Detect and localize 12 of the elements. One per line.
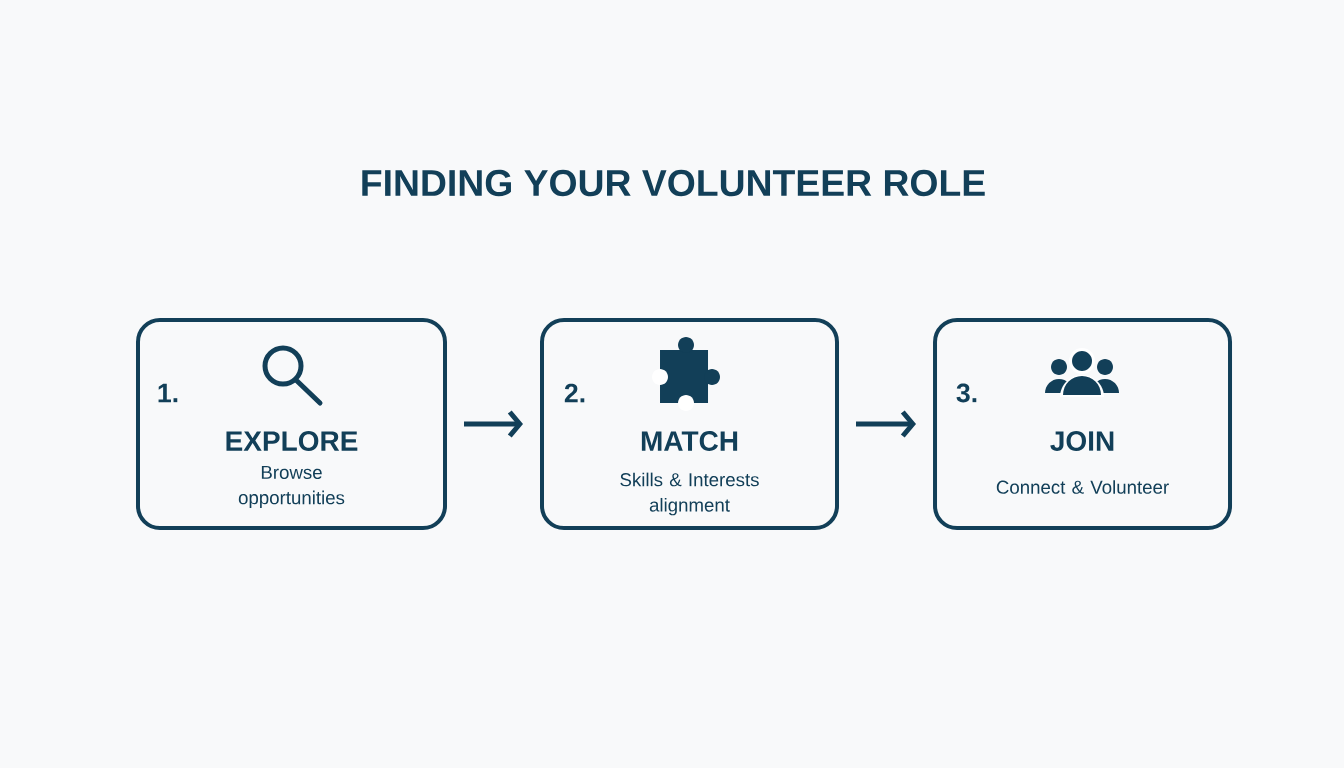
step-heading: EXPLORE <box>226 431 358 451</box>
arrow <box>464 410 523 438</box>
step-heading: JOIN <box>1050 431 1114 451</box>
step-number: 1. <box>158 383 178 403</box>
step-number: 3. <box>956 383 977 403</box>
arrow <box>856 410 917 438</box>
step-number: 2. <box>564 383 585 403</box>
step-description: Skills & Interests alignment <box>620 472 759 516</box>
title: FINDING YOUR VOLUNTEER ROLE <box>362 169 985 197</box>
step-description: Browse opportunities <box>238 466 345 508</box>
step-heading: MATCH <box>641 431 738 451</box>
step-description: Connect & Volunteer <box>996 480 1169 494</box>
